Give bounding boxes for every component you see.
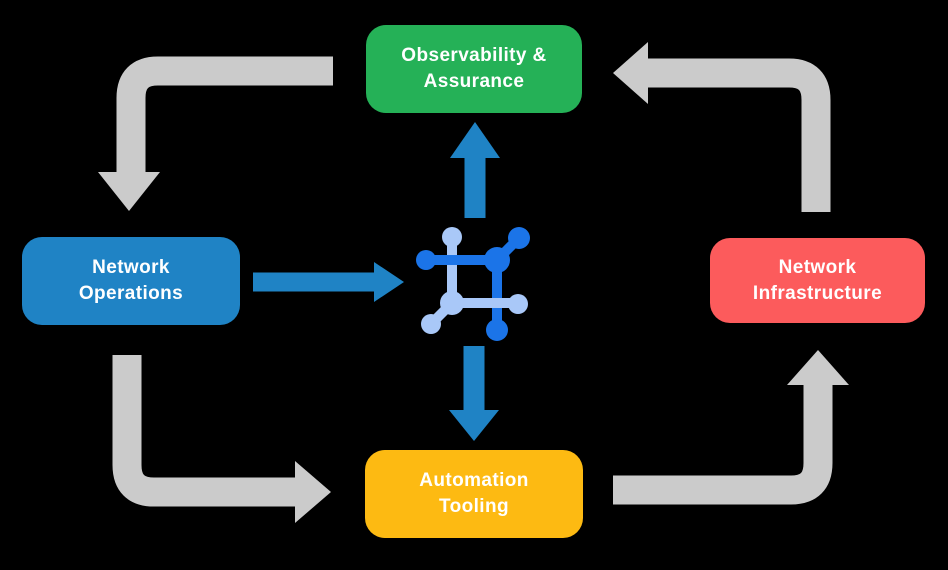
box-label-line: Operations xyxy=(78,283,184,304)
cycle-arrow-automation-to-infrastructure xyxy=(613,350,849,505)
arrow-hub-to-automation xyxy=(449,346,499,441)
arrow-hub-to-observability xyxy=(450,122,500,218)
box-label-line: Tooling xyxy=(439,496,509,517)
cycle-arrow-infrastructure-to-observability xyxy=(613,42,831,212)
cycle-arrow-operations-to-automation xyxy=(112,355,331,523)
box-label-line: Assurance xyxy=(423,71,525,92)
arrow-operations-to-hub xyxy=(253,262,404,302)
box-network-infrastructure: Network Infrastructure xyxy=(710,238,925,323)
box-label-line: Automation xyxy=(419,470,529,491)
box-network-operations: Network Operations xyxy=(22,237,240,325)
box-observability-assurance: Observability & Assurance xyxy=(366,25,582,113)
box-label-line: Observability & xyxy=(401,45,547,66)
box-label-line: Network xyxy=(778,256,857,278)
network-hub-icon xyxy=(416,227,530,341)
box-automation-tooling: Automation Tooling xyxy=(365,450,583,538)
box-label-line: Infrastructure xyxy=(752,282,883,304)
cycle-arrow-observability-to-operations xyxy=(98,56,333,211)
box-label-line: Network xyxy=(92,257,170,278)
